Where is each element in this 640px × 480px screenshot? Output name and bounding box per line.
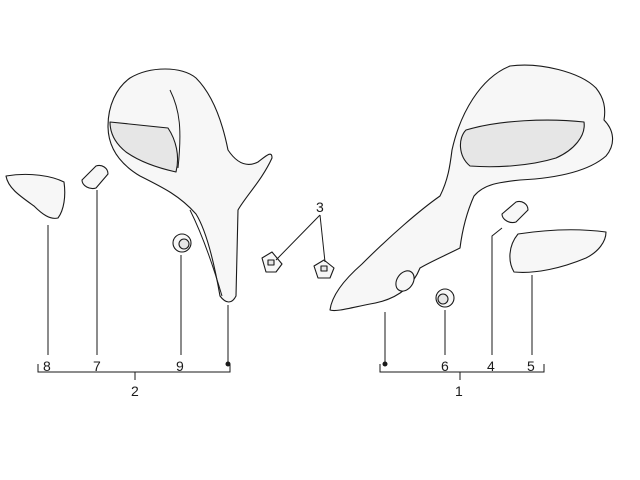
leader-3b [319,214,326,263]
right-housing-hole [395,270,415,292]
left-mirror-assembly [5,68,273,303]
clip-parts [261,251,335,279]
clip-left-hole [267,259,275,266]
callout-9: 9 [176,358,184,374]
left-indicator-lens [5,173,66,219]
left-mirror-housing [107,68,273,303]
right-indicator-lens [509,229,607,273]
right-mirror-housing [329,64,614,312]
callout-5: 5 [527,358,535,374]
right-mirror-assembly [329,64,614,312]
callout-4: 4 [487,358,495,374]
leader-2-dot [225,361,231,367]
callout-6: 6 [441,358,449,374]
left-housing-ridge [169,89,223,297]
clip-right-hole [320,265,328,272]
callout-labels: 8 7 9 2 3 6 4 5 1 [43,199,535,399]
left-grommet-inner [178,238,190,250]
leader-3a [275,214,321,261]
leader-lines [37,190,545,380]
right-grommet-inner [437,293,449,305]
left-mirror-glass [109,121,179,173]
group-2-bracket [37,364,231,373]
callout-7: 7 [93,358,101,374]
left-bulb [81,164,109,190]
leader-4 [491,227,503,355]
right-mirror-glass [459,119,585,168]
callout-2: 2 [131,383,139,399]
group-1-bracket [379,364,545,373]
leader-1-dot [382,361,388,367]
callout-8: 8 [43,358,51,374]
callout-1: 1 [455,383,463,399]
callout-3: 3 [316,199,324,215]
right-bulb [501,200,529,224]
